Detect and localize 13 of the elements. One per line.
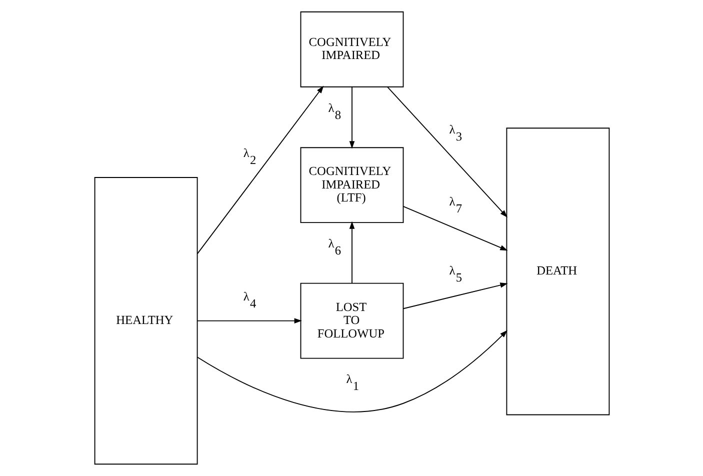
node-box: COGNITIVELY IMPAIRED [300,11,404,88]
node-box: DEATH [506,128,610,416]
arrow [348,86,354,149]
arrow [196,86,324,254]
arrow [402,282,508,310]
arrow [348,221,354,284]
node-box: COGNITIVELY IMPAIRED (LTF) [300,147,404,224]
arrow [402,206,508,251]
node-box: HEALTHY [94,177,198,465]
arrow [386,86,507,218]
node-box: LOST TO FOLLOWUP [300,282,404,359]
arrow [196,318,302,324]
arrow [196,330,507,412]
